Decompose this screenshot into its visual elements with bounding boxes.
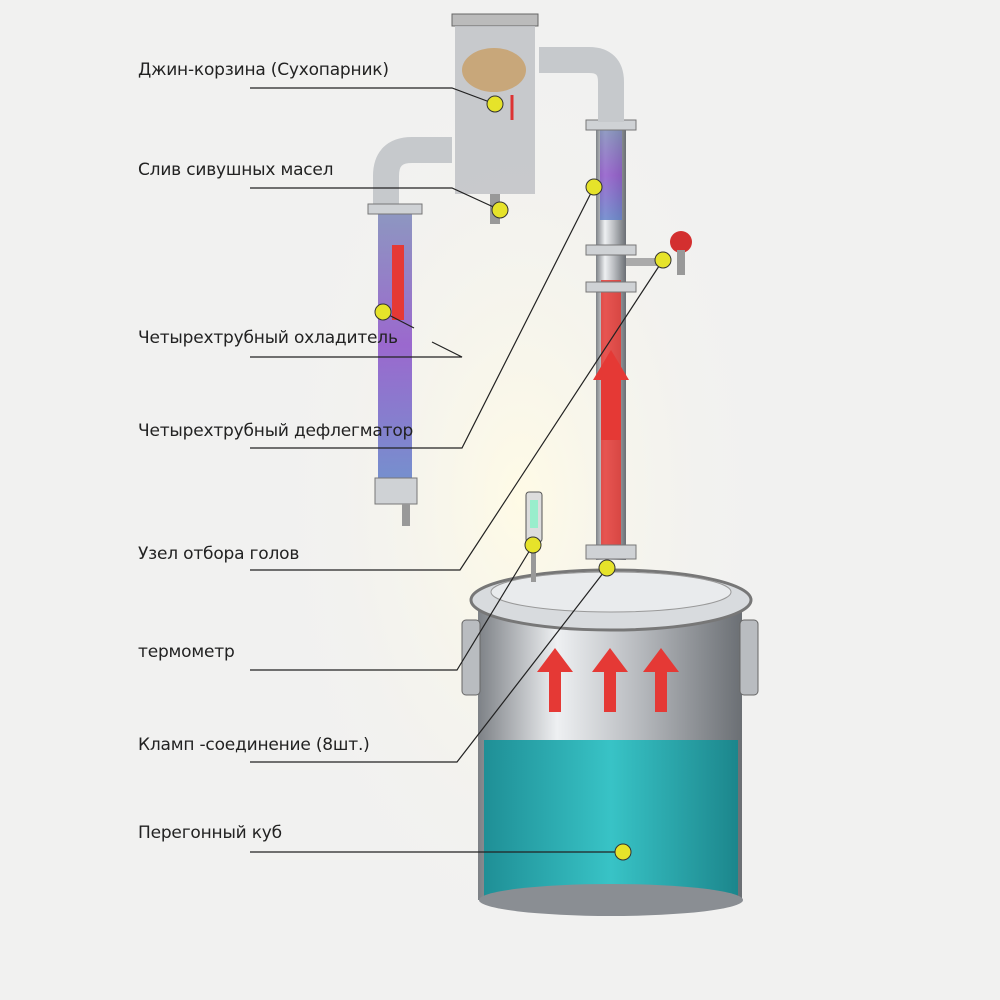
marker-thermometer	[524, 536, 542, 554]
marker-heads-unit	[654, 251, 672, 269]
label-clamp: Кламп -соединение (8шт.)	[138, 735, 370, 755]
label-gin-basket: Джин-корзина (Сухопарник)	[138, 60, 389, 80]
cooler	[367, 137, 452, 526]
label-fusel-drain: Слив сивушных масел	[138, 160, 334, 180]
markers	[374, 95, 672, 861]
marker-clamp	[598, 559, 616, 577]
label-dephlegmator: Четырехтрубный дефлегматор	[138, 421, 414, 441]
marker-dephlegmator	[585, 178, 603, 196]
steam-arrows	[537, 648, 679, 712]
gin-basket	[451, 13, 539, 224]
label-still-pot: Перегонный куб	[138, 823, 282, 843]
marker-fusel-drain	[491, 201, 509, 219]
still-pot	[461, 568, 759, 916]
marker-cooler	[374, 303, 392, 321]
dephlegmator-column	[539, 47, 637, 560]
leader-lines	[250, 87, 664, 853]
label-cooler: Четырехтрубный охладитель	[138, 328, 398, 348]
label-heads-unit: Узел отбора голов	[138, 544, 300, 564]
marker-gin-basket	[486, 95, 504, 113]
water-fill	[484, 740, 738, 900]
marker-still-pot	[614, 843, 632, 861]
right-handle	[739, 619, 759, 696]
label-thermometer: термометр	[138, 642, 235, 662]
